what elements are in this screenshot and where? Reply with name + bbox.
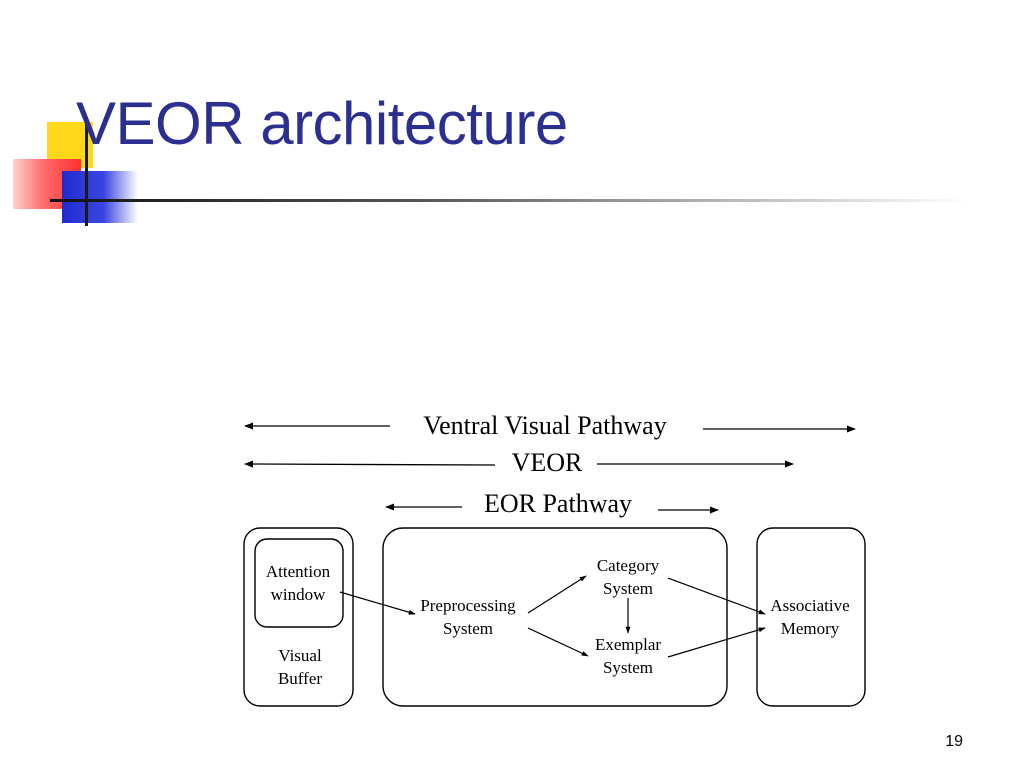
slide-title: VEOR architecture <box>76 90 568 157</box>
arrow-category-to-associative <box>667 577 766 615</box>
arrow-exemplar-to-associative <box>667 627 766 658</box>
arrow-attention-to-preprocessing <box>339 591 416 615</box>
exemplar-system-label-line2: System <box>603 658 653 677</box>
preprocessing-label-line1: Preprocessing <box>420 596 516 615</box>
eor-box <box>382 527 728 707</box>
arrow-preprocessing-to-category <box>527 575 587 614</box>
arrow-preprocessing-to-exemplar <box>527 627 589 657</box>
visual-buffer-label-line1: Visual <box>278 646 322 665</box>
attention-window-box <box>254 538 344 628</box>
associative-memory-box <box>756 527 866 707</box>
visual-buffer-box <box>243 527 354 707</box>
attention-window-label-line2: window <box>271 585 327 604</box>
veor-label: VEOR <box>512 448 583 477</box>
title-underline <box>50 199 970 202</box>
page-number: 19 <box>945 733 963 750</box>
visual-buffer-label-line2: Buffer <box>278 669 322 688</box>
associative-memory-label-line1: Associative <box>770 596 849 615</box>
veor-arrow-left <box>244 460 496 468</box>
ventral-pathway-label: Ventral Visual Pathway <box>423 411 666 440</box>
decor-blue-block <box>62 171 138 223</box>
associative-memory-label-line2: Memory <box>781 619 840 638</box>
category-system-label-line2: System <box>603 579 653 598</box>
eor-pathway-label: EOR Pathway <box>484 489 632 518</box>
attention-window-label-line1: Attention <box>266 562 331 581</box>
category-system-label-line1: Category <box>597 556 660 575</box>
exemplar-system-label-line1: Exemplar <box>595 635 661 654</box>
decor-vertical-line <box>85 122 88 226</box>
preprocessing-label-line2: System <box>443 619 493 638</box>
